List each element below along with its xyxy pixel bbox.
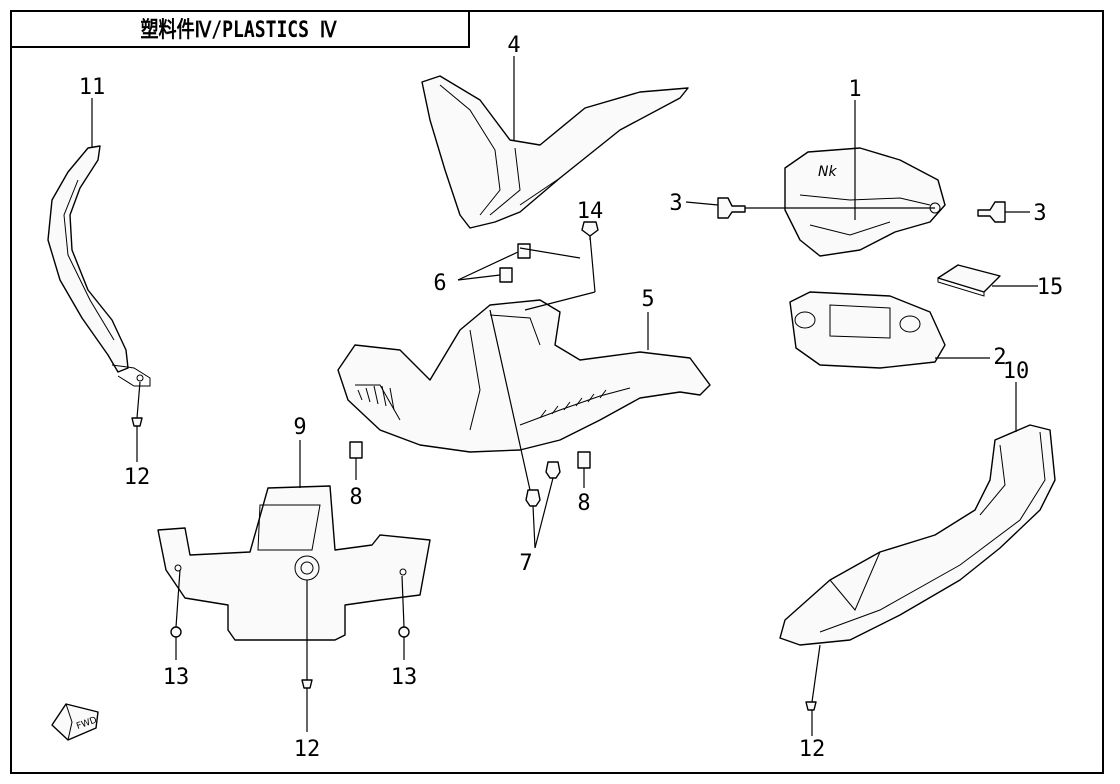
part-9-lower-cover: [157, 485, 431, 641]
part-7-bolts: [525, 461, 561, 507]
part-2-headlight-bracket: [789, 291, 946, 369]
callout-4: 4: [507, 33, 520, 58]
part-10-right-trim: [779, 424, 1056, 646]
callout-10: 10: [1003, 359, 1030, 384]
callout-13-left: 13: [163, 665, 190, 690]
leader-lines: [91, 56, 1038, 736]
part-14-clip: [581, 221, 599, 237]
part-8-nuts: [349, 441, 591, 469]
callout-14: 14: [577, 199, 604, 224]
title-box: 塑料件Ⅳ/PLASTICS Ⅳ: [10, 10, 470, 48]
callout-7: 7: [519, 551, 532, 576]
part-5-main-cover: [337, 299, 711, 453]
callout-3-left: 3: [669, 191, 682, 216]
callout-12-center: 12: [294, 737, 321, 762]
callout-3-right: 3: [1033, 201, 1046, 226]
brand-logo: Nk: [818, 164, 837, 180]
drawing-frame: [10, 10, 1104, 774]
callout-8-right: 8: [577, 491, 590, 516]
callout-12-left: 12: [124, 465, 151, 490]
part-3-screws: [717, 197, 1006, 223]
callout-12-right: 12: [799, 737, 826, 762]
part-6-nuts: [499, 243, 531, 283]
part-11-left-trim: [47, 145, 151, 387]
part-15-pad: [937, 264, 1001, 297]
callout-11: 11: [79, 75, 106, 100]
callout-8-left: 8: [349, 485, 362, 510]
callout-labels: 11 12 4 1 3 3 14 6 5 15 2 10 8 8 7 9 13 …: [79, 33, 1064, 762]
diagram-title: 塑料件Ⅳ/PLASTICS Ⅳ: [140, 18, 338, 43]
callout-15: 15: [1037, 275, 1064, 300]
part-12-bolts: [131, 417, 817, 711]
forward-arrow-icon: FWD: [51, 703, 99, 741]
callout-2: 2: [993, 345, 1006, 370]
part-1-headlight-cover: Nk: [784, 147, 946, 257]
callout-1: 1: [848, 77, 861, 102]
part-4-upper-cover: [421, 75, 689, 229]
callout-5: 5: [641, 287, 654, 312]
callout-13-right: 13: [391, 665, 418, 690]
callout-9: 9: [293, 415, 306, 440]
callout-6: 6: [433, 271, 446, 296]
